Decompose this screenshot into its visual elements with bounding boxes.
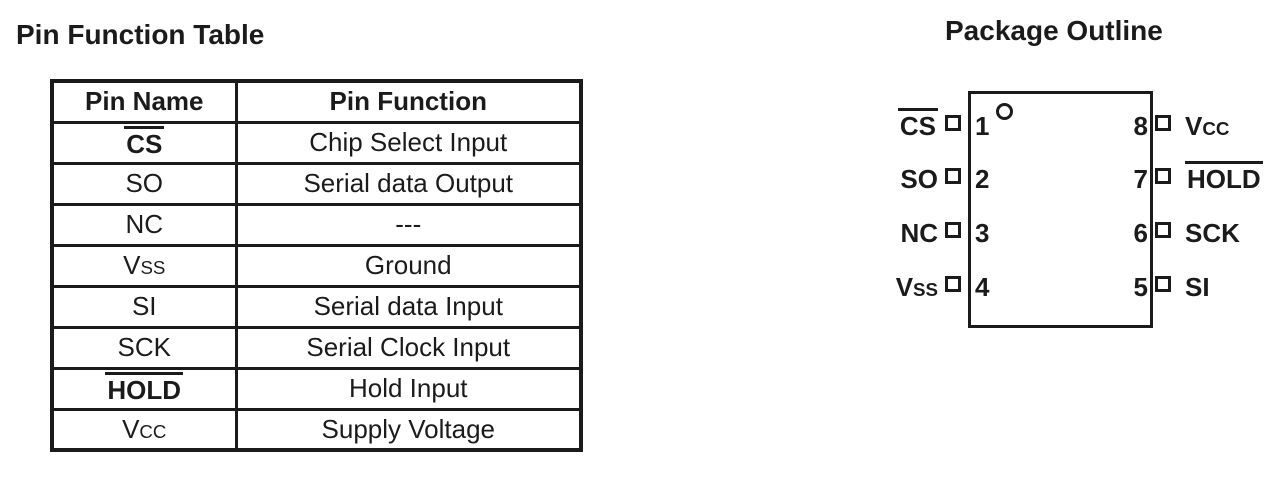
pin1-indicator-circle-icon: [996, 103, 1013, 120]
pin-number: 8: [1133, 111, 1148, 141]
pin-name-text: CS: [124, 125, 165, 159]
pin-pad-square: [1155, 115, 1171, 131]
pin-name-cell: CS: [50, 120, 238, 165]
pin-name-small-suffix: SS: [140, 257, 166, 278]
table-row: HOLD Hold Input: [50, 366, 583, 411]
pin-name-text: SI: [1185, 272, 1210, 302]
table-row: VSS Ground: [50, 243, 583, 288]
pin-label: VSS: [860, 265, 938, 309]
pin-function-cell: Supply Voltage: [234, 407, 583, 452]
pin-function-cell: Chip Select Input: [234, 120, 583, 165]
table-row: SI Serial data Input: [50, 284, 583, 329]
pin-name-small-suffix: CC: [139, 420, 167, 442]
pin-name-cell: VSS: [50, 243, 238, 288]
pin-name-text: HOLD: [1185, 161, 1263, 194]
pin-name-text: HOLD: [105, 371, 184, 405]
col-header-pin-name: Pin Name: [50, 79, 238, 124]
pin-function-cell: ---: [234, 202, 583, 247]
pin-number: 5: [1133, 272, 1148, 302]
pin-name-text: VCC: [122, 413, 167, 444]
pin-function-cell: Serial data Input: [234, 284, 583, 329]
pin-pad-square: [945, 115, 961, 131]
pin-name-text: CS: [897, 108, 938, 141]
pin-pad-square: [945, 276, 961, 292]
pin-pad-square: [1155, 168, 1171, 184]
pin-name-text: VSS: [895, 272, 938, 302]
pin-name-cell: SCK: [50, 325, 238, 370]
pin-label: CS: [860, 104, 938, 148]
pin-pad-square: [1155, 276, 1171, 292]
pin-number: 4: [975, 272, 990, 302]
pin-name-small-suffix: CC: [1202, 118, 1230, 139]
pin-number: 1: [975, 111, 990, 141]
col-header-pin-function: Pin Function: [234, 79, 583, 124]
pin-name-cell: SO: [50, 161, 238, 206]
pin-function-table-title: Pin Function Table: [16, 19, 265, 50]
table-row: SO Serial data Output: [50, 161, 583, 206]
pin-function-cell: Serial Clock Input: [234, 325, 583, 370]
pin-pad-square: [1155, 222, 1171, 238]
pin-name-cell: VCC: [50, 407, 238, 452]
pin-label: HOLD: [1185, 157, 1274, 201]
pin-name-text: NC: [125, 209, 164, 239]
pin-name-text: SO: [900, 164, 938, 194]
pin-name-cell: SI: [50, 284, 238, 329]
package-outline-title: Package Outline: [945, 15, 1163, 46]
pin-function-table: Pin Name Pin Function CS Chip Select Inpu…: [50, 79, 583, 452]
pin-number: 6: [1133, 218, 1148, 248]
table-row: SCK Serial Clock Input: [50, 325, 583, 370]
pin-table-header: Pin Name Pin Function: [50, 79, 583, 124]
pin-name-text: VSS: [123, 250, 166, 280]
pin-name-text: SI: [131, 291, 157, 321]
pin-name-cell: HOLD: [50, 366, 238, 411]
pin-name-cell: NC: [50, 202, 238, 247]
pin-pad-square: [945, 222, 961, 238]
pin-label: NC: [860, 211, 938, 255]
pin-function-cell: Ground: [234, 243, 583, 288]
pin-name-text: SO: [125, 168, 164, 198]
pin-function-cell: Serial data Output: [234, 161, 583, 206]
pin-name-small-suffix: SS: [913, 279, 938, 300]
table-row: NC ---: [50, 202, 583, 247]
header-row: Pin Name Pin Function: [50, 79, 583, 124]
pin-function-cell: Hold Input: [234, 366, 583, 411]
pin-name-text: VCC: [1185, 111, 1230, 141]
pin-label: SO: [860, 157, 938, 201]
pin-number: 2: [975, 164, 990, 194]
pin-number: 7: [1133, 164, 1148, 194]
pin-name-text: SCK: [117, 332, 171, 362]
pin-name-text: SCK: [1185, 218, 1240, 248]
table-row: CS Chip Select Input: [50, 120, 583, 165]
pin-label: VCC: [1185, 104, 1274, 148]
pin-pad-square: [945, 168, 961, 184]
table-row: VCC Supply Voltage: [50, 407, 583, 452]
chip-body: [968, 91, 1153, 328]
pin-label: SI: [1185, 265, 1274, 309]
pin-name-text: NC: [900, 218, 938, 248]
pin-number: 3: [975, 218, 990, 248]
pin-label: SCK: [1185, 211, 1274, 255]
